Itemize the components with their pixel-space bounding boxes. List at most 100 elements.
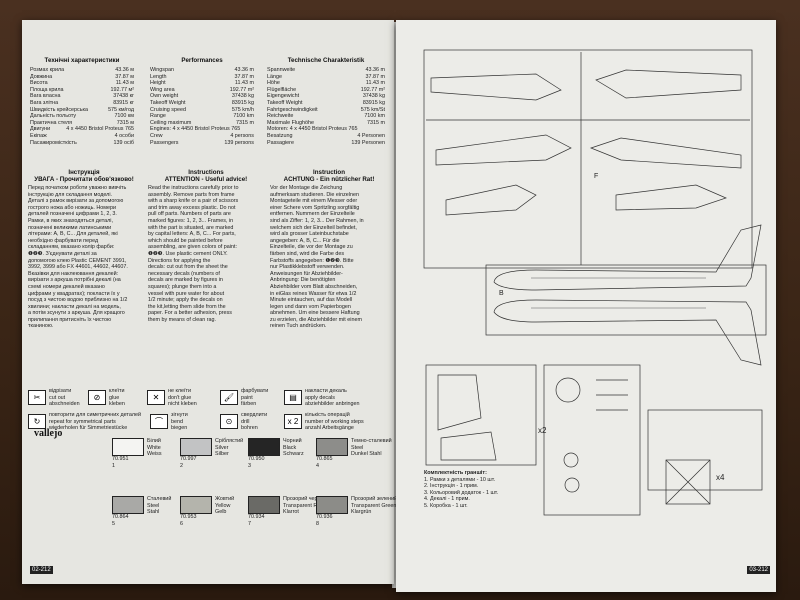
spec-label: Spannweite [267,67,296,73]
symbol-icon: ↻ [28,414,46,430]
right-page-number: 03-212 [747,566,770,574]
spec-label: Takeoff Weight [150,99,186,106]
instruction-line: abnehmen. Um eine bessere Haftung [270,310,360,317]
kit-contents-line: 5. Коробка - 1 шт. [424,502,468,509]
label-x4: x4 [716,473,725,482]
instruction-line: Vor der Montage die Zeichung [270,185,343,191]
spec-value: 7315 m [236,119,254,126]
spec-label: Motoren: 4 x 4450 Bristol Proteus 765 [267,126,358,133]
instructions-en: Instructions ATTENTION - Useful advice! … [148,169,264,323]
paint-name: Silver [215,444,229,451]
spec-label: Fahrtgeschwindigkeit [267,106,318,113]
instruction-line: деталей позначені цифрами 1, 2, 3. [28,211,117,218]
kit-contents-title: Комплектність граншіт: [424,470,487,476]
instruction-line: squares); plunge them into a [148,283,217,290]
spec-value: 139 осіб [113,139,134,146]
sprue-small-left [425,364,537,466]
spec-value: 7100 km [233,113,254,120]
spec-label: Length [150,73,167,80]
instruction-line: гострого ножа або ножиць. Номери [28,204,116,211]
label-x2: x2 [538,426,547,435]
spec-row: Engines: 4 x 4450 Bristol Proteus 765 [150,126,254,133]
paint-name: Yellow [215,502,231,509]
paint-name: Black [283,444,297,451]
instruction-line: aufmerksam studieren. Die einzelnen [270,191,359,198]
instruction-line: by capital letters: A, B, C... For parts… [148,231,236,238]
spec-value: 11.43 м [115,80,134,87]
symbol-icon: ⌒ [150,414,168,430]
instructions-en-subtitle: ATTENTION - Useful advice! [164,176,248,183]
spec-value: 37.87 m [365,73,385,80]
spec-value: 4 Personen [357,132,385,139]
instructions-de: Instruction ACHTUNG - Ein nützlicher Rat… [270,169,388,330]
instruction-line: посуд з чистою водою приблизно на 1/2 [28,297,128,304]
instruction-line: Abziehbilder vom Blatt abschneiden, [270,283,358,290]
instruction-line: with a sharp knife or a pair of scissors [148,198,239,205]
paint-name: Чорний [283,438,302,444]
spec-value: 37.87 m [234,73,254,80]
spec-value: 7315 м [116,119,134,126]
symbol-icon: ✕ [147,390,165,406]
spec-value: 37438 kg [362,93,385,100]
paint-code: 70.864 [112,514,129,520]
instruction-line: marked figures: 1, 2, 3... Frames, in [148,217,234,224]
instruction-line: wird als grosser Lateinbuchstabe [270,231,349,238]
instructions-ua-title: Інструкція [68,169,100,176]
instruction-line: zu erzielen, die Abziehbilder mit einem [270,316,362,323]
paint-number: 3 [248,462,251,469]
instruction-line: in eiGlas reines Wasser für etwa 1/2 [270,290,357,297]
symbol-icon: ⊙ [220,414,238,430]
specs-de-title: Technische Charakteristik [287,57,365,64]
paint-name: Steel [351,444,364,451]
instruction-line: which should be painted before [148,237,223,244]
wing-lower-right [589,137,742,169]
spec-value: 37.87 м [115,73,134,80]
paint-code: 70.865 [316,456,333,462]
instructions-ua-subtitle: УВАГА - Прочитати обов'язково! [34,176,134,183]
paint-name: Gelb [215,509,227,516]
booklet-spine [392,22,398,588]
instruction-line: схемі номери декалей вказано [28,283,105,290]
instruction-line: ❶❷❸. Use plastic cement ONLY. [148,250,228,257]
spec-label: Вага злітна [30,99,59,106]
kit-contents-line: 3. Кольоровий додаток - 1 шт. [424,489,499,496]
kit-contents-line: 1. Рамки з деталями - 10 шт. [424,476,496,483]
instructions-en-title: Instructions [188,169,224,176]
instruction-line: тканиною. [28,323,54,330]
spec-value: 139 Personen [351,139,385,146]
spec-value: 37438 кг [113,93,134,100]
symbol-label: drill [241,418,250,425]
sprue-frame-b [485,264,767,336]
spec-value: 7100 km [364,113,385,120]
paint-code: 70.950 [248,456,265,462]
spec-label: Розмах крила [30,67,65,73]
spec-value: 11.43 m [234,80,254,87]
symbol-label: don't glue [168,394,192,401]
